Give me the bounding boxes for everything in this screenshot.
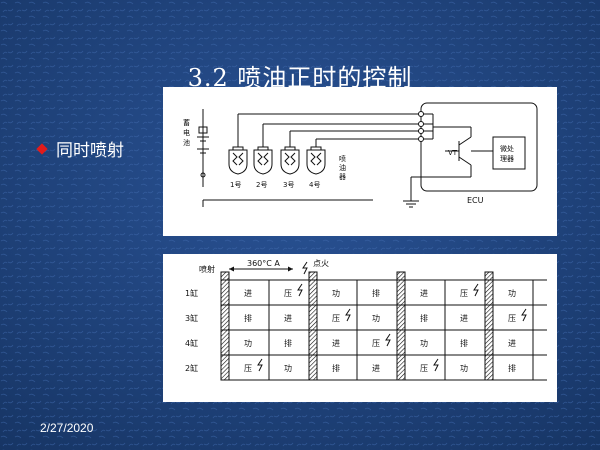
stroke-cell: 压 <box>332 314 340 323</box>
ignition-spark-icon <box>302 261 308 275</box>
injector-label-2: 油 <box>339 163 346 172</box>
stroke-cell: 进 <box>420 289 428 298</box>
stroke-cell: 功 <box>284 363 292 373</box>
injector-3-coil <box>284 152 296 166</box>
injector-4-label: 4号 <box>309 181 320 189</box>
injector-label-1: 喷 <box>339 154 346 163</box>
stroke-cell: 进 <box>508 339 516 348</box>
stroke-cell: 进 <box>284 314 292 323</box>
stroke-cell: 排 <box>508 363 516 373</box>
stroke-cell: 排 <box>332 363 340 373</box>
stroke-cell: 进 <box>460 314 468 323</box>
stroke-cell: 排 <box>244 313 252 323</box>
bullet-diamond-icon <box>36 143 48 155</box>
bullet-text: 同时喷射 <box>56 141 124 161</box>
spark-icon <box>345 308 351 322</box>
cylinder-label: 1缸 <box>185 288 198 298</box>
injector-label-3: 器 <box>339 173 346 181</box>
cylinder-label: 2缸 <box>185 363 198 373</box>
micro-label-2: 理器 <box>500 155 514 163</box>
stroke-cell: 压 <box>420 364 428 373</box>
injector-2-label: 2号 <box>256 181 267 189</box>
spark-icon <box>521 308 527 322</box>
stroke-cell: 排 <box>420 313 428 323</box>
battery-label-1: 蓄 <box>183 118 190 127</box>
stroke-cell: 进 <box>332 339 340 348</box>
circuit-diagram-panel: 蓄 电 池 1号 2号 3号 4号 喷 油 器 VT 微处 理器 ECU <box>163 87 557 236</box>
bullet-item: 同时喷射 <box>36 136 124 161</box>
cylinder-label: 3缸 <box>185 313 198 323</box>
stroke-cell: 进 <box>244 289 252 298</box>
spark-icon <box>473 283 479 297</box>
stroke-cell: 压 <box>284 289 292 298</box>
stroke-cell: 压 <box>508 314 516 323</box>
injector-3-label: 3号 <box>283 181 294 189</box>
battery-label-3: 池 <box>183 138 190 147</box>
angle-label: 360°C A <box>247 259 280 268</box>
spark-icon <box>257 358 263 372</box>
stroke-cell: 进 <box>372 364 380 373</box>
stroke-cell: 功 <box>460 363 468 373</box>
spark-icon <box>385 333 391 347</box>
injector-4-icon <box>306 146 326 175</box>
injector-1-coil <box>232 152 244 166</box>
stroke-cell: 排 <box>460 338 468 348</box>
injector-1-label: 1号 <box>230 181 241 189</box>
stroke-cell: 功 <box>372 313 380 323</box>
ecu-label: ECU <box>467 196 484 205</box>
stroke-cell: 排 <box>372 288 380 298</box>
cylinder-label: 4缸 <box>185 338 198 348</box>
circuit-diagram: 蓄 电 池 1号 2号 3号 4号 喷 油 器 VT 微处 理器 ECU <box>183 102 538 208</box>
injector-4-coil <box>310 152 322 166</box>
stroke-cell: 压 <box>460 289 468 298</box>
transistor-label: VT <box>448 149 458 157</box>
injection-marker <box>308 271 318 381</box>
battery-label-2: 电 <box>183 128 190 137</box>
stroke-cell: 压 <box>244 364 252 373</box>
injection-marker <box>396 271 406 381</box>
injector-1-icon <box>228 146 248 175</box>
injector-2-icon <box>253 146 273 175</box>
stroke-cell: 排 <box>284 338 292 348</box>
spark-icon <box>433 358 439 372</box>
injector-2-coil <box>257 152 269 166</box>
injection-marker <box>220 271 230 381</box>
stroke-cell: 功 <box>420 338 428 348</box>
spark-icon <box>297 283 303 297</box>
slide-date: 2/27/2020 <box>40 421 94 435</box>
stroke-cell: 功 <box>332 288 340 298</box>
injector-3-icon <box>280 146 300 175</box>
stroke-cell: 压 <box>372 339 380 348</box>
spray-label: 喷射 <box>199 264 215 274</box>
micro-label-1: 微处 <box>500 144 514 153</box>
stroke-cell: 功 <box>508 288 516 298</box>
timing-diagram: 1缸进压功排进压功3缸排进压功排进压4缸功排进压功排进2缸压功排进压功排 喷射 … <box>185 259 547 381</box>
stroke-cell: 功 <box>244 338 252 348</box>
injection-marker <box>484 271 494 381</box>
ignition-label: 点火 <box>313 259 329 268</box>
